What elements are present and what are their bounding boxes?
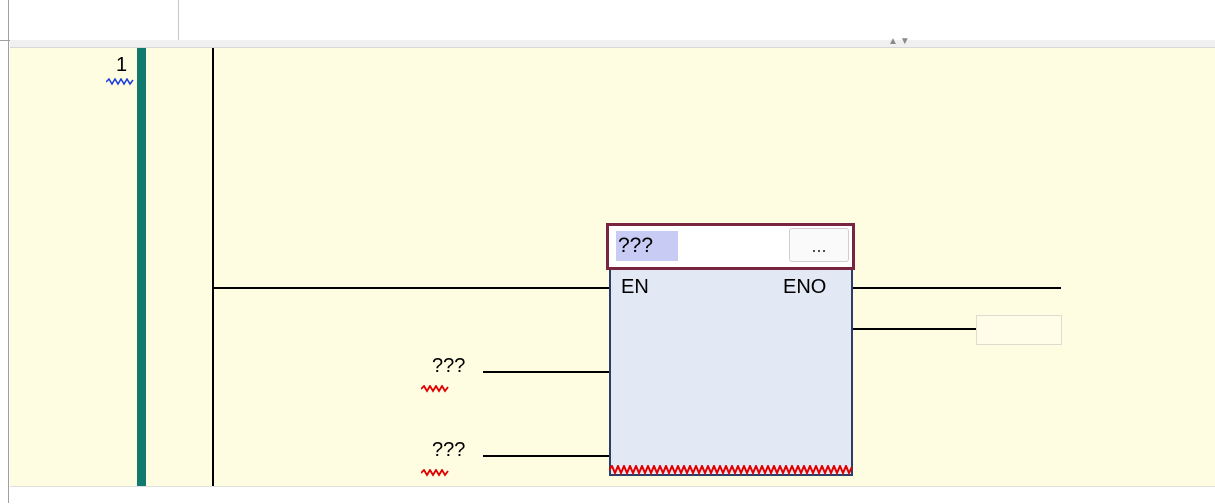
top-toolbar — [0, 0, 1215, 41]
function-block-error-squiggle — [609, 465, 853, 475]
rung-info-squiggle — [106, 78, 134, 86]
function-block-name-input[interactable] — [616, 231, 678, 261]
en-pin-label: EN — [621, 276, 649, 298]
input-2-label[interactable]: ??? — [432, 439, 466, 461]
input-2-error-squiggle — [421, 469, 449, 477]
eno-wire — [853, 287, 1061, 289]
function-block[interactable]: EN ENO — [609, 268, 853, 476]
window-left-border — [8, 0, 9, 503]
input-1-error-squiggle — [421, 385, 449, 393]
rung-vertical-wire — [212, 48, 214, 486]
browse-button[interactable]: ... — [789, 228, 849, 262]
output-wire — [853, 328, 977, 330]
output-variable-field[interactable] — [976, 315, 1062, 345]
input-1-wire — [483, 371, 609, 373]
input-2-wire — [483, 455, 609, 457]
editor-bottom-strip — [10, 486, 1215, 504]
eno-pin-label: ENO — [783, 276, 827, 298]
toolbar-divider — [178, 0, 179, 40]
editor-splitter[interactable] — [10, 40, 1215, 48]
en-wire — [212, 287, 609, 289]
splitter-arrows-icon[interactable]: ▲▼ — [888, 36, 912, 47]
function-block-header: ... — [606, 223, 855, 270]
input-1-label[interactable]: ??? — [432, 355, 466, 377]
left-power-rail — [137, 48, 146, 486]
rung-number[interactable]: 1 — [116, 54, 128, 76]
